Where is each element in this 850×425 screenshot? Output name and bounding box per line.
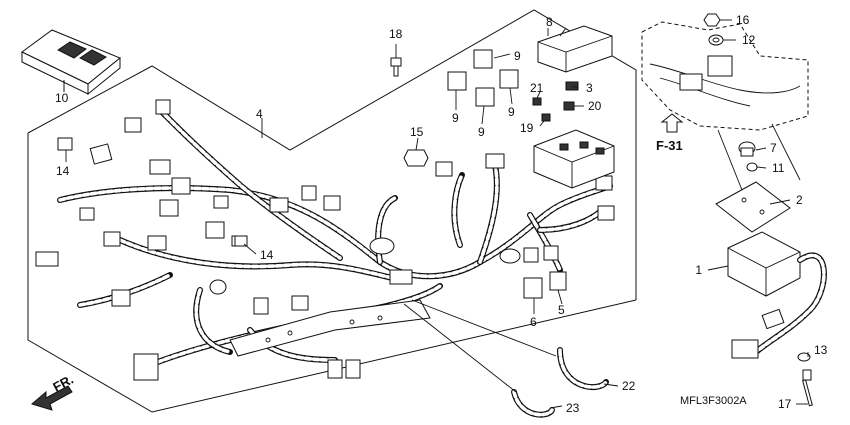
front-label: FR. [50,372,76,395]
callout-22: 22 [622,379,636,393]
callout-7: 7 [770,141,777,155]
part-14-clips [57,137,248,247]
part-10-cover [21,29,121,96]
part-1-regulator [727,231,827,359]
part-23-subharness [511,389,555,418]
part-16-nut [703,13,721,27]
part-15-clip [403,149,429,167]
leader-lines [63,19,809,409]
callout-18: 18 [389,27,403,41]
callout-2: 2 [796,193,803,207]
callout-15: 15 [410,125,424,139]
part-5-relay [549,271,567,291]
callout-21: 21 [530,81,544,95]
part-7-grommet [738,141,756,157]
f31-reference-arrow [660,113,684,133]
front-arrow [30,385,73,411]
part-13-nut [797,352,811,362]
callout-23: 23 [566,401,580,415]
main-fuse-box [533,129,615,189]
callouts: 1 2 3 4 5 6 7 8 9 9 9 9 10 11 12 13 14 1… [55,13,828,415]
callout-1: 1 [695,263,702,277]
callout-17: 17 [778,397,792,411]
callout-19: 19 [520,121,534,135]
callout-9c: 9 [514,49,521,63]
part-17-bolt [802,369,813,407]
callout-20: 20 [588,99,602,113]
part-11-collar [746,162,758,172]
harness-outline-box [27,9,637,413]
callout-10: 10 [55,91,69,105]
harness-connectors [35,99,615,381]
detail-view-box [641,21,809,211]
callout-8: 8 [546,15,553,29]
callout-3: 3 [586,81,593,95]
callout-6: 6 [530,315,537,329]
part-22-subharness [557,347,609,391]
callout-16: 16 [736,13,750,27]
callout-5: 5 [558,303,565,317]
section-reference-label: F-31 [656,138,683,153]
callout-12: 12 [742,33,756,47]
part-2-cover-plate [715,181,791,233]
callout-9a: 9 [452,111,459,125]
part-18-bolt [390,44,402,77]
part-6-relay [523,277,543,299]
callout-13: 13 [814,343,828,357]
callout-11: 11 [772,161,785,175]
callout-14a: 14 [56,164,70,178]
callout-9b: 9 [478,125,485,139]
callout-14b: 14 [260,248,274,262]
drawing-code: MFL3F3002A [680,395,747,407]
part-12-washer [708,34,724,46]
part-9-relays [447,49,519,107]
callout-4: 4 [256,107,263,121]
part-8-fuse-box [537,25,613,73]
callout-9d: 9 [508,105,515,119]
ground-bracket [229,299,431,357]
